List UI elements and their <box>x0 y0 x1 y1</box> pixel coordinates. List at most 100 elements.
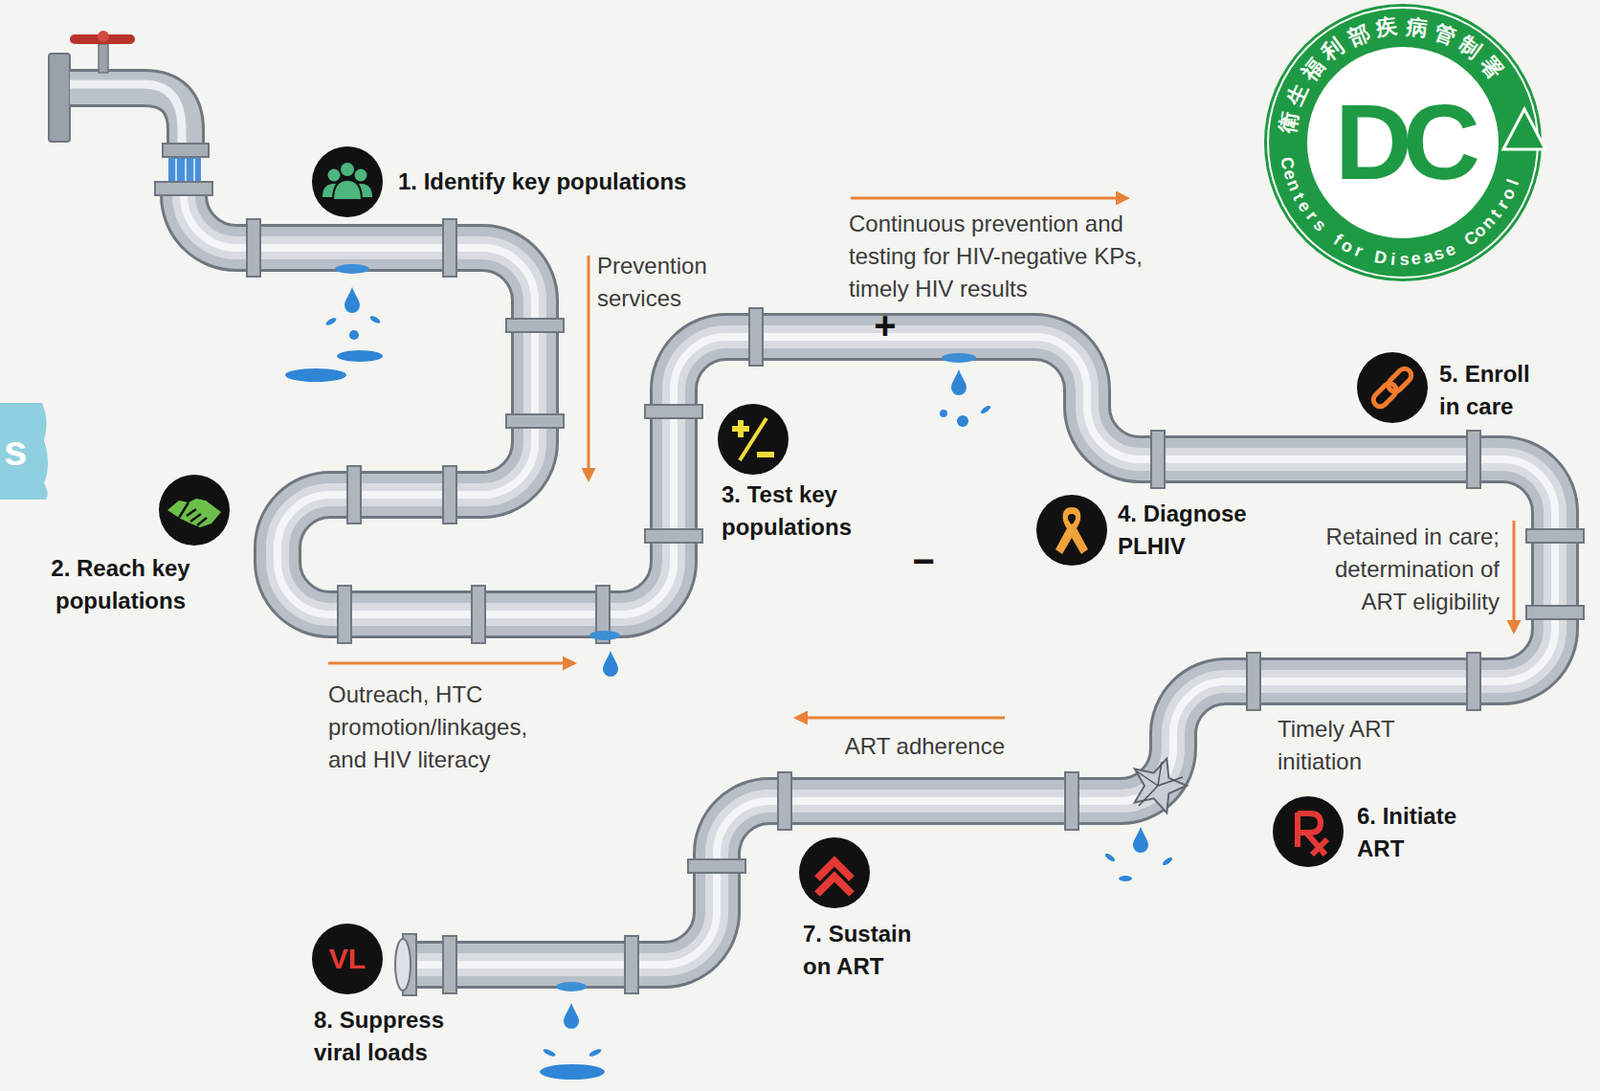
icon-disc <box>1035 493 1109 567</box>
stage-test: 3. Test key populations <box>716 402 790 476</box>
water-leak <box>563 1002 579 1029</box>
logo-letters: DC <box>1264 3 1542 282</box>
icon-disc <box>798 836 871 910</box>
stage-suppress: VL8. Suppress viral loads <box>311 922 384 996</box>
water-leak <box>602 650 619 677</box>
water-leak <box>336 350 383 362</box>
icon-shape <box>167 498 222 528</box>
stage-reach: 2. Reach key populations <box>157 473 231 547</box>
flow-note: Prevention services <box>597 249 741 315</box>
flow-note: Continuous prevention and testing for HI… <box>848 207 1165 306</box>
logo-shape <box>1264 3 1542 282</box>
stage-sustain: 7. Sustain on ART <box>798 836 871 910</box>
icon-shape <box>1356 352 1428 423</box>
icon-shape <box>1036 494 1108 566</box>
water-leak <box>349 330 359 340</box>
pipe-flange <box>246 219 261 277</box>
pipe-flange <box>443 935 457 994</box>
logo-shape <box>1503 109 1546 150</box>
stage-label: 1. Identify key populations <box>398 165 810 199</box>
pipe-flange <box>155 181 213 196</box>
flow-arrow <box>1512 520 1516 632</box>
stage-label: 3. Test key populations <box>721 478 889 544</box>
ring-letter: 病 <box>1400 12 1432 44</box>
pipe-flange <box>1466 652 1481 711</box>
faucet <box>48 30 209 188</box>
flow-note: Outreach, HTC promotion/linkages, and HI… <box>328 678 558 777</box>
pipe-flange <box>749 308 763 366</box>
pipe-flange <box>644 404 703 419</box>
icon-shape <box>355 169 368 182</box>
pipe <box>183 183 1556 965</box>
pipe-flange <box>1466 430 1481 489</box>
flow-note: Timely ART initiation <box>1277 712 1422 778</box>
water-leak <box>951 369 967 396</box>
pipe-flange <box>688 859 746 873</box>
pipe-flange <box>506 318 564 333</box>
pipe-flange <box>1065 772 1079 830</box>
stage-label: 6. Initiate ART <box>1356 800 1501 866</box>
pipe-end <box>395 938 411 991</box>
pipe-flange <box>644 529 703 543</box>
stage-label: 7. Sustain on ART <box>802 917 937 983</box>
stage-label: 8. Suppress viral loads <box>313 1003 482 1069</box>
icon-disc <box>1355 351 1429 424</box>
pipe-flange <box>443 219 457 277</box>
stage-label: 2. Reach key populations <box>13 552 228 618</box>
flow-note: ART adherence <box>822 730 1005 763</box>
water-leak <box>941 353 977 363</box>
ring-letter: 衛 <box>1272 106 1305 138</box>
pipe-flange <box>347 466 361 524</box>
pipe-flange <box>777 772 792 830</box>
pipe-flange <box>624 935 639 994</box>
stage-label: 5. Enroll in care <box>1439 357 1550 423</box>
badge-text: VL <box>311 922 384 996</box>
pipe-end <box>395 933 417 996</box>
icon-shape <box>1272 796 1344 867</box>
water-leak <box>285 264 1174 1080</box>
icon-shape <box>158 474 230 546</box>
water-leak <box>589 630 621 641</box>
icon-shape <box>328 169 341 182</box>
pipe-break <box>1136 761 1183 806</box>
flow-arrow <box>328 662 575 666</box>
water-leak <box>1118 875 1133 882</box>
pipe-flange <box>1151 430 1165 489</box>
water-leak <box>588 1047 603 1058</box>
pipe <box>183 183 1556 965</box>
logo-ring-text: 衛生福利部疾病管制署 <box>1264 3 1542 282</box>
icon-shape <box>1370 380 1400 410</box>
faucet <box>69 84 182 150</box>
logo-ring-text: Centers for Disease Control <box>1264 3 1542 282</box>
water-leak <box>542 1047 557 1058</box>
pipe-flange <box>443 466 457 524</box>
pipe-flange <box>506 414 564 428</box>
pipe-flange <box>1526 529 1584 543</box>
faucet <box>48 53 70 142</box>
faucet <box>98 44 109 73</box>
icon-shape <box>1055 507 1089 555</box>
cdc-logo: DC衛生福利部疾病管制署Centers for Disease Control <box>1264 3 1542 282</box>
pipe-flange <box>1526 605 1584 620</box>
icon-disc <box>157 473 231 547</box>
icon-shape <box>739 418 767 461</box>
pipe-flange <box>155 181 1584 994</box>
icon-disc <box>716 402 790 476</box>
icon-shape <box>799 837 870 909</box>
water-leak <box>555 981 587 992</box>
pipe-break <box>1134 758 1187 814</box>
stage-diagnose: 4. Diagnose PLHIV <box>1035 493 1109 567</box>
water-leak <box>325 316 338 327</box>
faucet <box>97 30 110 43</box>
icon-shape <box>178 502 207 526</box>
pipe-flange <box>337 585 352 644</box>
icon-shape <box>311 923 383 995</box>
stage-enroll: 5. Enroll in care <box>1355 351 1429 424</box>
flow-arrow <box>850 197 1128 200</box>
icon-shape <box>817 861 852 894</box>
stage-initiate: 6. Initiate ART <box>1271 795 1345 868</box>
pipe <box>183 183 1556 965</box>
water-leak <box>979 404 993 416</box>
